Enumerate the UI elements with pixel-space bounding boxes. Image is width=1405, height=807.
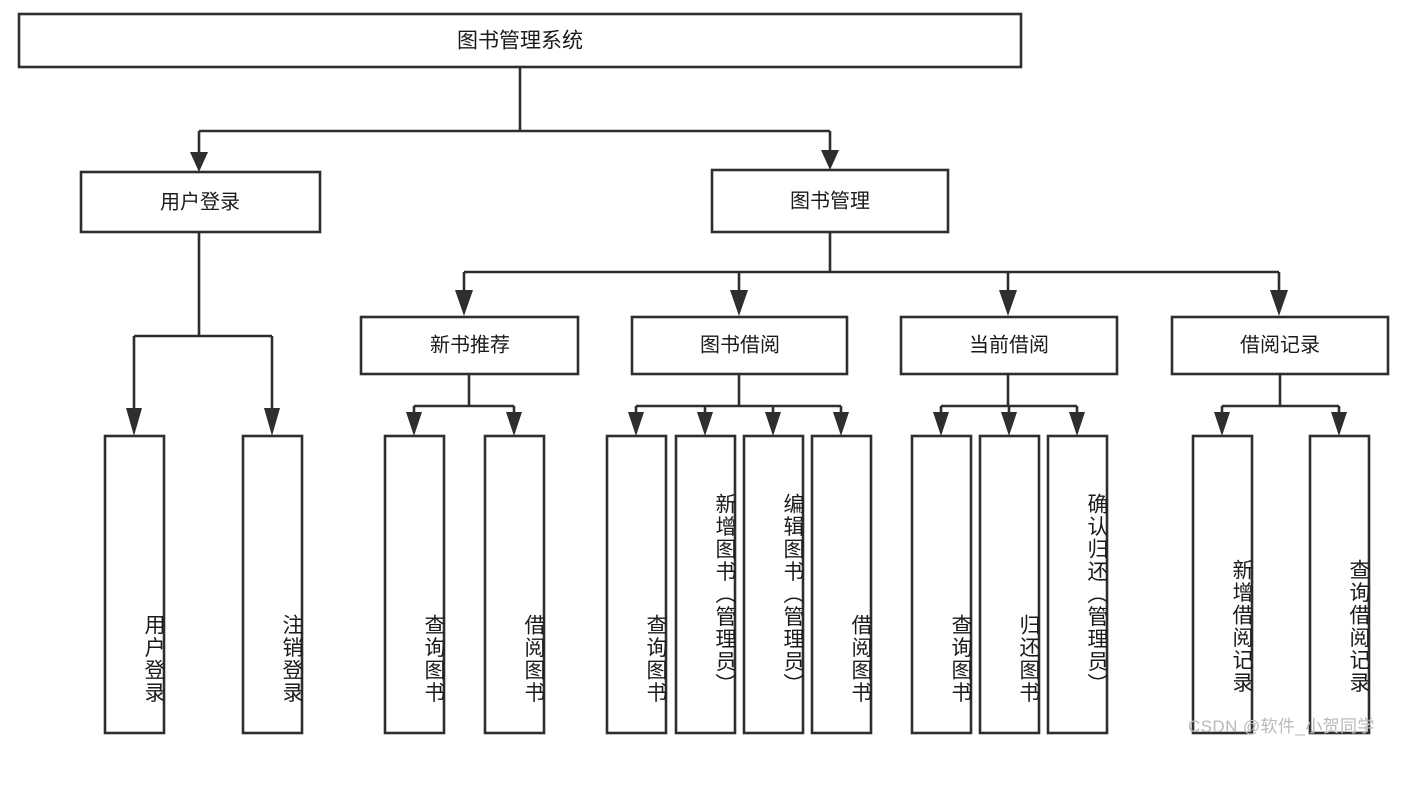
leaf-box-user-login[interactable] <box>103 434 166 735</box>
arrow-head-leaf-return-book <box>1001 412 1017 436</box>
diagram-canvas: 图书管理系统 用户登录 图书管理 新书推荐 图书借阅 <box>17 12 1390 736</box>
arrow-head-leaf-borrow-book-1 <box>506 412 522 436</box>
node-book-borrow[interactable]: 图书借阅 <box>630 315 849 376</box>
node-borrow-record[interactable]: 借阅记录 <box>1170 315 1390 376</box>
arrow-head-current-borrow <box>999 290 1017 316</box>
diagram-svg: 图书管理系统 用户登录 图书管理 新书推荐 图书借阅 <box>17 12 1390 735</box>
node-layer: 图书管理系统 用户登录 图书管理 新书推荐 图书借阅 <box>17 12 1390 735</box>
node-borrow-record-box[interactable] <box>1170 315 1390 376</box>
arrow-head-leaf-query-book-1 <box>406 412 422 436</box>
arrow-head-leaf-logout <box>264 408 280 436</box>
arrow-head-user-login <box>190 152 208 172</box>
node-user-login-label: 用户登录 <box>160 190 240 213</box>
node-new-book-recommend[interactable]: 新书推荐 <box>359 315 580 376</box>
node-new-book-recommend-label: 新书推荐 <box>430 333 510 356</box>
arrow-head-borrow-record <box>1270 290 1288 316</box>
leaf-box-query-book-3[interactable] <box>910 434 973 735</box>
leaf-box-edit-book[interactable] <box>742 434 805 735</box>
node-current-borrow-box[interactable] <box>899 315 1119 376</box>
arrow-head-book-borrow <box>730 290 748 316</box>
leaf-box-add-record[interactable] <box>1191 434 1254 735</box>
node-book-borrow-label: 图书借阅 <box>700 333 780 356</box>
arrow-head-leaf-borrow-book-2 <box>833 412 849 436</box>
leaf-box-query-book-2[interactable] <box>605 434 668 735</box>
node-book-management[interactable]: 图书管理 <box>710 168 950 234</box>
node-root-box[interactable] <box>17 12 1023 69</box>
node-new-book-recommend-box[interactable] <box>359 315 580 376</box>
leaf-box-return-book[interactable] <box>978 434 1041 735</box>
node-book-borrow-box[interactable] <box>630 315 849 376</box>
leaf-box-logout[interactable] <box>241 434 304 735</box>
connector-layer <box>126 67 1347 436</box>
arrow-head-leaf-user-login <box>126 408 142 436</box>
arrow-head-leaf-add-book <box>697 412 713 436</box>
leaf-box-confirm-return[interactable] <box>1046 434 1109 735</box>
arrow-head-book-mgmt <box>821 150 839 170</box>
arrow-head-leaf-query-book-2 <box>628 412 644 436</box>
arrow-head-leaf-confirm-return <box>1069 412 1085 436</box>
leaf-box-add-book[interactable] <box>674 434 737 735</box>
leaf-box-borrow-book-2[interactable] <box>810 434 873 735</box>
node-borrow-record-label: 借阅记录 <box>1240 333 1320 356</box>
node-book-management-label: 图书管理 <box>790 189 870 212</box>
leaf-box-query-book-1[interactable] <box>383 434 446 735</box>
arrow-head-leaf-edit-book <box>765 412 781 436</box>
leaf-box-query-record[interactable] <box>1308 434 1371 735</box>
node-user-login-box[interactable] <box>79 170 322 234</box>
node-book-management-box[interactable] <box>710 168 950 234</box>
node-root[interactable]: 图书管理系统 <box>17 12 1023 69</box>
arrow-head-leaf-add-record <box>1214 412 1230 436</box>
leaf-box-borrow-book-1[interactable] <box>483 434 546 735</box>
node-root-label: 图书管理系统 <box>457 30 583 53</box>
node-current-borrow-label: 当前借阅 <box>969 333 1049 356</box>
watermark-text: CSDN @软件_小贺同学 <box>1188 717 1375 736</box>
node-current-borrow[interactable]: 当前借阅 <box>899 315 1119 376</box>
node-user-login[interactable]: 用户登录 <box>79 170 322 234</box>
arrow-head-leaf-query-record <box>1331 412 1347 436</box>
arrow-head-new-book-recommend <box>455 290 473 316</box>
arrow-head-leaf-query-book-3 <box>933 412 949 436</box>
